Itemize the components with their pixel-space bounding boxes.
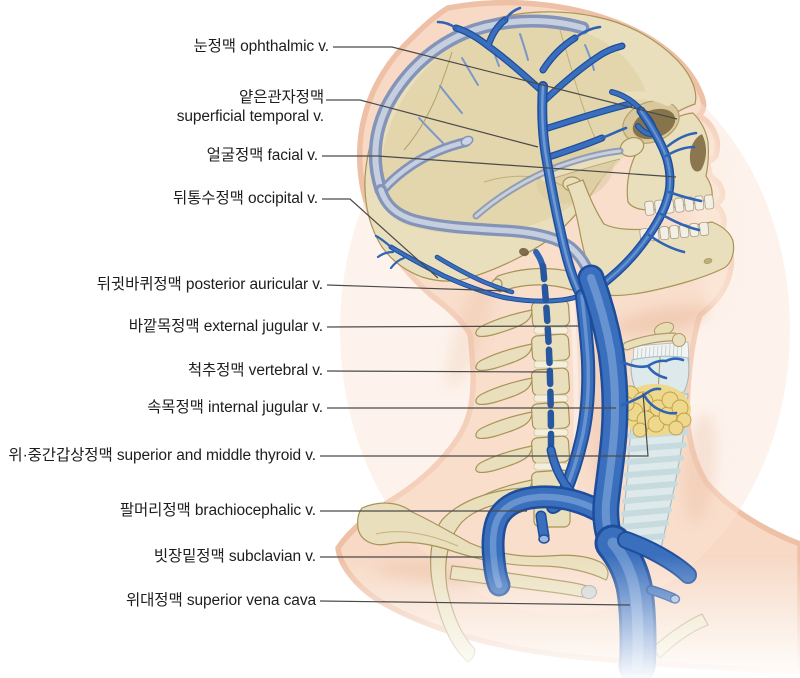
ear-canal <box>519 247 529 257</box>
occipital-vein <box>374 234 582 301</box>
vertebral-vein <box>533 249 582 502</box>
label-en: superior vena cava <box>186 592 316 609</box>
leader-occipital <box>322 198 439 279</box>
superior-sagittal-sinus <box>368 14 590 197</box>
label-ko: 눈정맥 <box>193 38 241 55</box>
label-ko: 위대정맥 <box>125 592 187 609</box>
label-en: posterior auricular v. <box>185 276 323 293</box>
vein-cut-end <box>538 534 550 544</box>
label-external-jugular-vein: 바깥목정맥 external jugular v. <box>129 317 323 337</box>
label-ko: 뒤귓바퀴정맥 <box>96 276 186 293</box>
label-en: internal jugular v. <box>208 399 323 416</box>
label-en: external jugular v. <box>203 318 323 335</box>
vertebral-vein-dashed <box>539 262 555 456</box>
facial-twigs <box>647 131 703 254</box>
leader-facial <box>322 155 677 178</box>
label-en: facial v. <box>267 147 319 164</box>
thyroid-veins <box>620 357 685 415</box>
leader-posterior-auricular <box>326 284 509 292</box>
label-ko: 척추정맥 <box>187 362 249 379</box>
head-veins <box>374 6 703 301</box>
leader-thyroid <box>320 392 649 457</box>
label-en: brachiocephalic v. <box>194 502 316 519</box>
label-occipital-vein: 뒤통수정맥 occipital v. <box>173 189 318 209</box>
leader-vertebral <box>326 370 549 373</box>
label-en: subclavian v. <box>228 548 316 565</box>
label-ko: 얕은관자정맥 <box>239 89 324 106</box>
label-ophthalmic-vein: 눈정맥 ophthalmic v. <box>193 37 329 57</box>
straight-sinus <box>378 135 474 195</box>
leader-superior-vena-cava <box>319 600 631 606</box>
leader-superficial-temporal <box>326 99 539 148</box>
label-ko: 얼굴정맥 <box>206 147 268 164</box>
label-posterior-auricular-vein: 뒤귓바퀴정맥 posterior auricular v. <box>97 275 323 295</box>
scalp-twigs <box>436 6 628 140</box>
label-ko: 빗장밑정맥 <box>153 548 229 565</box>
label-en: vertebral v. <box>248 362 323 379</box>
label-brachiocephalic-vein: 팔머리정맥 brachiocephalic v. <box>120 501 316 521</box>
label-ko: 뒤통수정맥 <box>172 190 248 207</box>
leader-external-jugular <box>326 325 581 328</box>
label-superior-middle-thyroid-vein: 위·중간갑상정맥 superior and middle thyroid v. <box>8 446 316 466</box>
label-internal-jugular-vein: 속목정맥 internal jugular v. <box>147 398 323 418</box>
thyroid-gland <box>619 384 692 438</box>
nasal-aperture <box>689 134 707 172</box>
label-en: occipital v. <box>247 190 318 207</box>
leader-lines <box>319 46 678 606</box>
petrosal-sinus <box>472 147 624 220</box>
label-ko: 속목정맥 <box>147 399 208 416</box>
label-superior-vena-cava: 위대정맥 superior vena cava <box>126 591 316 611</box>
label-en: ophthalmic v. <box>240 38 329 55</box>
label-ko: 위·중간갑상정맥 <box>8 447 117 464</box>
label-facial-vein: 얼굴정맥 facial v. <box>207 146 318 166</box>
skull <box>364 11 735 297</box>
label-en: superior and middle thyroid v. <box>116 447 316 464</box>
label-subclavian-vein: 빗장밑정맥 subclavian v. <box>154 547 316 567</box>
label-superficial-temporal-vein: 얕은관자정맥 superficial temporal v. <box>177 88 324 126</box>
sinus-cut-end <box>460 135 474 147</box>
brow-ridge <box>622 91 672 106</box>
mental-foramen <box>703 258 713 264</box>
label-vertebral-vein: 척추정맥 vertebral v. <box>188 361 323 381</box>
bottom-fade <box>0 555 800 678</box>
label-en: superficial temporal v. <box>176 108 324 125</box>
label-ko: 팔머리정맥 <box>119 502 195 519</box>
label-ko: 바깥목정맥 <box>128 318 204 335</box>
transverse-sigmoid-sinus <box>375 184 597 285</box>
hyoid-bone <box>622 332 686 351</box>
leader-ophthalmic <box>333 46 678 120</box>
brachiocephalic-vein <box>493 497 604 585</box>
